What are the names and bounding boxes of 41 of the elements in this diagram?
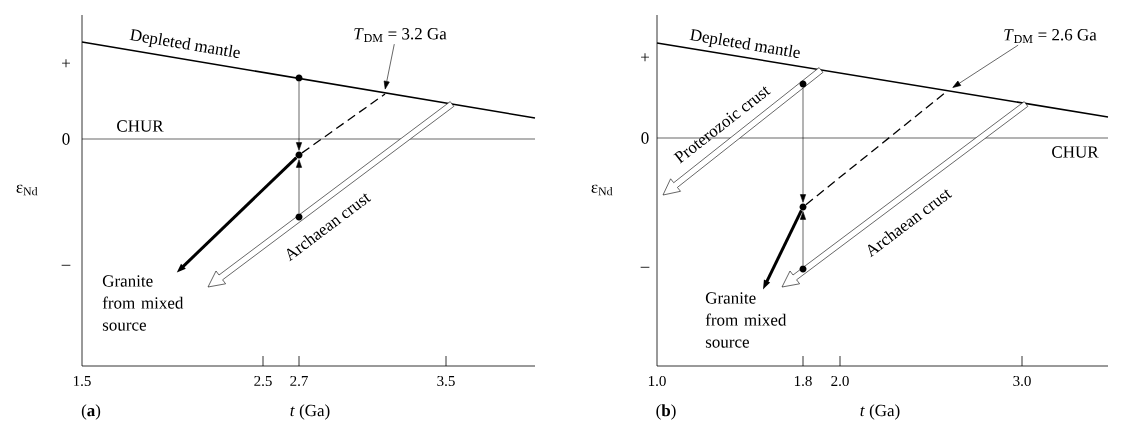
dashed-line [805,91,947,206]
curve-label: Depleted mantle [129,28,240,58]
curve-label: CHUR [117,120,164,132]
tick-label: 0 [641,132,649,144]
annotation: Granite from mixed source [102,275,184,331]
formula-label: T$_{DM}$ = 2.6 Ga [1004,29,1097,43]
dashed-line [301,93,386,154]
tick-label: – [640,266,650,268]
arrow [296,159,302,214]
data-point [799,265,807,273]
arrow [296,81,302,151]
tick-label: 3.0 [1013,375,1031,387]
curve-label: Depleted mantle [689,28,800,58]
tick-label: 3.5 [437,375,455,387]
tick-label: 0 [62,133,70,145]
axis-title: ε$_{Nd}$ [16,184,38,196]
formula-label: T$_{DM}$ = 3.2 Ga [354,28,447,42]
arrow [800,87,806,203]
leader-arrow [952,44,1019,88]
axis-title: t (Ga) [860,404,900,420]
tick-label: 2.5 [254,375,272,387]
panel-label: (a) [81,404,101,420]
tick-label: 1.0 [648,375,666,387]
data-point [799,80,807,88]
panel-label: (b) [656,404,676,420]
data-point [295,151,303,159]
axis-title: t (Ga) [290,404,330,420]
tick-label: 2.7 [290,375,308,387]
arrow [800,211,806,266]
tick-label: + [62,59,70,68]
data-point [799,203,807,211]
leader-arrow [383,43,395,90]
axis-title: ε$_{Nd}$ [591,184,613,196]
tick-label: – [61,264,71,266]
tick-label: 1.8 [794,375,812,387]
data-point [295,74,303,82]
tick-label: + [641,53,649,62]
tick-label: 1.5 [73,375,91,387]
annotation: Granite from mixed source [705,292,787,348]
tick-label: 2.0 [831,375,849,387]
curve-label: CHUR [1052,146,1099,158]
